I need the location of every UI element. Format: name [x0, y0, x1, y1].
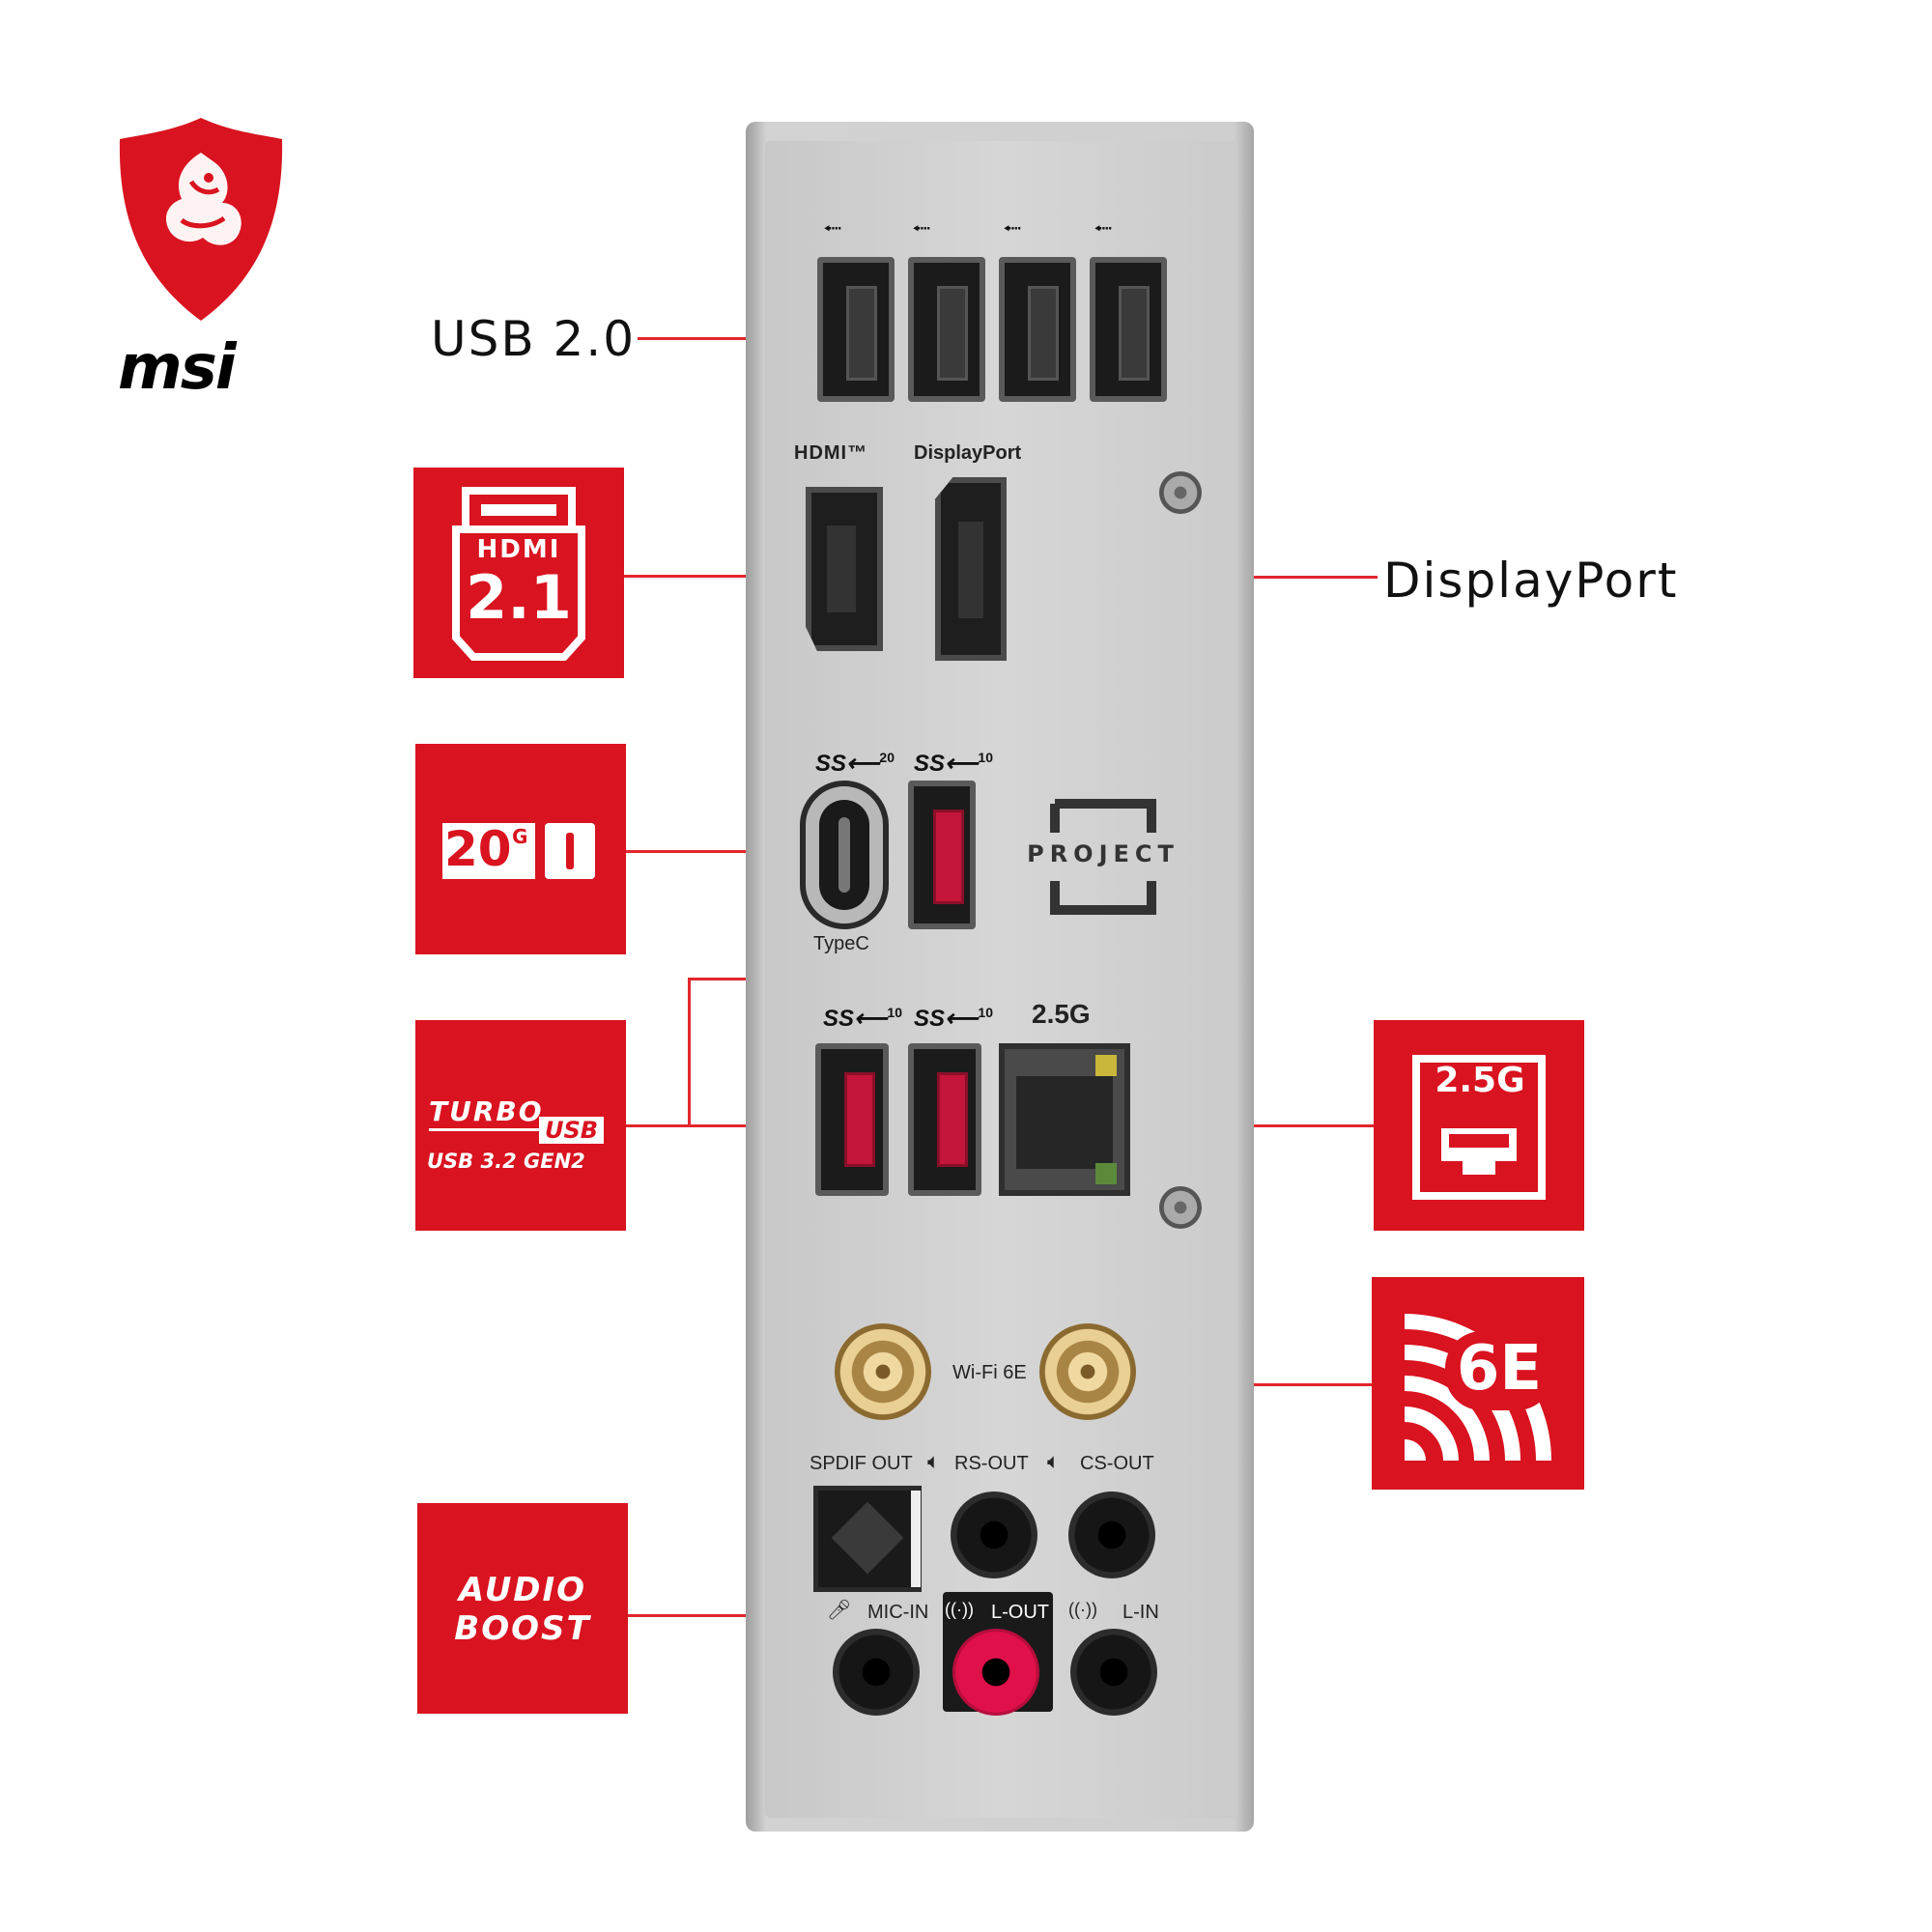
- project-logo: PROJECT: [1009, 794, 1198, 920]
- l-in-label: L-IN: [1122, 1602, 1159, 1623]
- cs-out-label: CS-OUT: [1080, 1453, 1154, 1474]
- speaker-icon: 🔈︎: [927, 1449, 941, 1473]
- project-label: PROJECT: [1027, 840, 1179, 867]
- lan-badge: 2.5G: [1374, 1020, 1584, 1231]
- usb20-port-3[interactable]: [999, 257, 1076, 402]
- ss10-label: 10: [887, 1005, 902, 1020]
- typec-plug-icon: [545, 823, 595, 879]
- project-zero-icon: [1050, 799, 1156, 915]
- superspeed-usb-icon: SS⟵10: [914, 750, 993, 777]
- ss10-label: 10: [978, 1005, 993, 1020]
- audio-boost-badge: AUDIO BOOST: [417, 1503, 628, 1714]
- hdmi-port[interactable]: [806, 487, 883, 651]
- leader-usb20: [638, 337, 804, 340]
- typec-20g-badge: 20 G: [415, 744, 626, 954]
- superspeed-usb-icon: SS⟵10: [914, 1005, 993, 1032]
- usb-icon: ⭪: [1094, 214, 1113, 243]
- msi-dragon-shield-icon: [119, 118, 283, 321]
- usb20-port-4[interactable]: [1090, 257, 1167, 402]
- superspeed-usb-icon: SS⟵20: [815, 750, 895, 777]
- leader-turbo-usb-vertical: [688, 978, 691, 1126]
- hdmi-connector-icon: [452, 487, 585, 661]
- rs-out-label: RS-OUT: [954, 1453, 1029, 1474]
- turbo-usb-badge: TURBO USB USB 3.2 GEN2: [415, 1020, 626, 1231]
- mic-in-jack[interactable]: [833, 1629, 920, 1716]
- speaker-icon: 🔈︎: [1047, 1449, 1061, 1473]
- wifi-antenna-1[interactable]: [835, 1323, 931, 1420]
- leader-typec: [626, 850, 786, 853]
- rs-out-jack[interactable]: [951, 1492, 1037, 1578]
- hdmi-badge: HDMI 2.1: [413, 468, 624, 678]
- usb20-port-2[interactable]: [908, 257, 985, 402]
- wifi-signal-icon: [1405, 1314, 1553, 1461]
- msi-logo: msi: [114, 114, 288, 404]
- wifi-antenna-2[interactable]: [1039, 1323, 1136, 1420]
- leader-hdmi: [624, 575, 796, 578]
- usb-icon: ⭪: [1003, 214, 1022, 243]
- audio-boost-line1: AUDIO: [458, 1571, 587, 1609]
- typec-badge-speed-box: [442, 823, 535, 879]
- typec-label: TypeC: [813, 933, 869, 954]
- leader-lan: [1153, 1124, 1374, 1127]
- turbo-usb-line2: USB: [539, 1117, 605, 1144]
- audio-boost-line2: BOOST: [454, 1609, 591, 1648]
- typec-port[interactable]: [800, 781, 889, 929]
- typec-badge-speed: 20: [444, 821, 512, 877]
- spdif-port[interactable]: [813, 1486, 922, 1592]
- wifi-label: Wi-Fi 6E: [952, 1362, 1027, 1383]
- usb20-port-1[interactable]: [817, 257, 895, 402]
- audio-wave-icon: ((·)): [945, 1600, 974, 1619]
- l-out-label: L-OUT: [991, 1602, 1049, 1623]
- screw-top: [1159, 471, 1202, 514]
- callout-usb20: USB 2.0: [431, 311, 637, 367]
- leader-turbo-usb: [626, 1124, 800, 1127]
- spdif-label: SPDIF OUT: [810, 1453, 913, 1474]
- ss20-label: 20: [879, 750, 895, 765]
- lan-port-label: 2.5G: [1032, 999, 1091, 1029]
- hdmi-badge-version: 2.1: [466, 562, 572, 633]
- callout-displayport: DisplayPort: [1383, 553, 1679, 609]
- cs-out-jack[interactable]: [1068, 1492, 1155, 1578]
- turbo-usb-line1: TURBO: [429, 1095, 544, 1127]
- ethernet-port[interactable]: [999, 1043, 1130, 1196]
- microphone-icon: 🎤︎: [827, 1600, 852, 1621]
- typec-badge-unit: G: [512, 825, 528, 848]
- lan-badge-speed: 2.5G: [1435, 1061, 1525, 1100]
- usb32-port-2[interactable]: [908, 1043, 981, 1196]
- turbo-usb-line3: USB 3.2 GEN2: [427, 1150, 585, 1173]
- usb32-port-1[interactable]: [815, 1043, 889, 1196]
- mic-in-label: MIC-IN: [867, 1602, 929, 1623]
- usb-icon: ⭪: [912, 214, 931, 243]
- turbo-usb-underline: [429, 1128, 545, 1131]
- ethernet-port-icon: [1412, 1055, 1546, 1200]
- wifi-badge-gen: 6E: [1456, 1333, 1543, 1405]
- leader-audio: [628, 1614, 798, 1617]
- hdmi-port-label: HDMI™: [794, 442, 868, 464]
- l-out-jack[interactable]: [952, 1629, 1039, 1716]
- usb-icon: ⭪: [823, 214, 842, 243]
- msi-wordmark: msi: [118, 332, 237, 404]
- superspeed-usb-icon: SS⟵10: [823, 1005, 902, 1032]
- leader-wifi: [1161, 1383, 1374, 1386]
- usb32-port-top[interactable]: [908, 781, 976, 929]
- dp-port-label: DisplayPort: [914, 442, 1022, 464]
- displayport-port[interactable]: [935, 477, 1007, 661]
- screw-bottom: [1159, 1186, 1202, 1229]
- l-in-jack[interactable]: [1070, 1629, 1157, 1716]
- hdmi-badge-top: HDMI: [476, 535, 561, 564]
- wifi-6e-badge: 6E: [1372, 1277, 1584, 1490]
- ss10-label: 10: [978, 750, 993, 765]
- audio-wave-icon: ((·)): [1068, 1600, 1097, 1619]
